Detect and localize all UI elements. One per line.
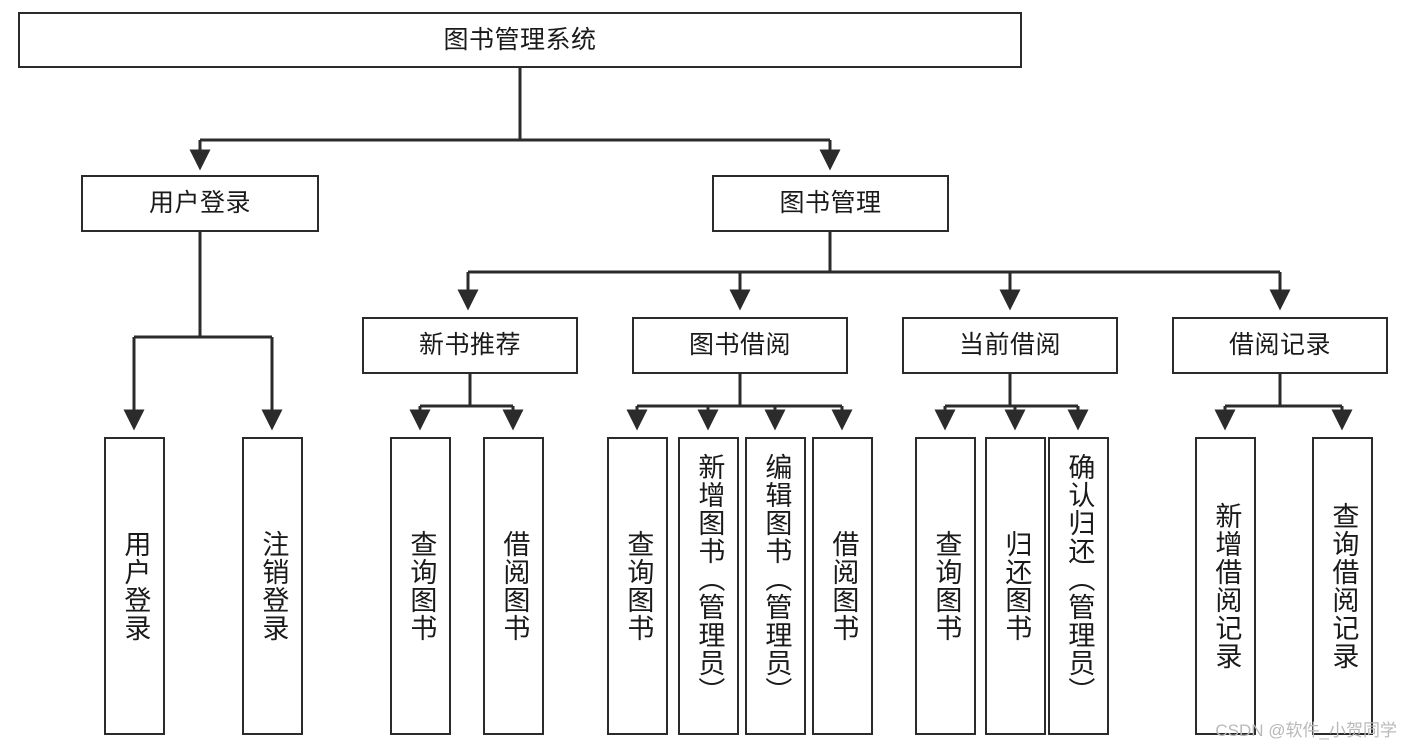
node-leaf-borrow-book-2[interactable]: 借阅图书 (812, 437, 873, 735)
node-leaf-borrow-book-2-label: 借阅图书 (828, 530, 859, 642)
node-leaf-user-login[interactable]: 用户登录 (104, 437, 165, 735)
node-leaf-edit-book[interactable]: 编辑图书（管理员） (745, 437, 806, 735)
node-user-login[interactable]: 用户登录 (81, 175, 319, 232)
node-leaf-query-record-label: 查询借阅记录 (1328, 502, 1359, 670)
node-new-book-recommend[interactable]: 新书推荐 (362, 317, 578, 374)
node-current-borrow[interactable]: 当前借阅 (902, 317, 1118, 374)
node-leaf-confirm-return[interactable]: 确认归还（管理员） (1048, 437, 1109, 735)
node-leaf-logout-label: 注销登录 (258, 530, 289, 642)
node-current-borrow-label: 当前借阅 (958, 331, 1061, 360)
node-leaf-add-book[interactable]: 新增图书（管理员） (678, 437, 739, 735)
node-leaf-return-book[interactable]: 归还图书 (985, 437, 1046, 735)
node-leaf-user-login-label: 用户登录 (120, 530, 151, 642)
node-leaf-borrow-book-1-label: 借阅图书 (499, 530, 530, 642)
node-book-manage-label: 图书管理 (779, 189, 882, 218)
node-user-login-label: 用户登录 (148, 189, 251, 218)
node-leaf-edit-book-label: 编辑图书（管理员） (761, 453, 792, 705)
node-leaf-logout[interactable]: 注销登录 (242, 437, 303, 735)
node-leaf-query-book-1-label: 查询图书 (406, 530, 437, 642)
node-leaf-confirm-return-label: 确认归还（管理员） (1064, 453, 1095, 705)
node-borrow-record[interactable]: 借阅记录 (1172, 317, 1388, 374)
node-leaf-return-book-label: 归还图书 (1001, 530, 1032, 642)
node-book-borrow[interactable]: 图书借阅 (632, 317, 848, 374)
node-leaf-query-book-3-label: 查询图书 (931, 530, 962, 642)
node-book-borrow-label: 图书借阅 (688, 331, 791, 360)
watermark-text: CSDN @软件_小贺同学 (1215, 721, 1397, 740)
node-leaf-add-record[interactable]: 新增借阅记录 (1195, 437, 1256, 735)
node-leaf-add-book-label: 新增图书（管理员） (694, 453, 725, 705)
node-leaf-query-book-2-label: 查询图书 (623, 530, 654, 642)
node-leaf-query-record[interactable]: 查询借阅记录 (1312, 437, 1373, 735)
node-root-label: 图书管理系统 (443, 25, 597, 54)
node-leaf-query-book-1[interactable]: 查询图书 (390, 437, 451, 735)
node-new-book-recommend-label: 新书推荐 (418, 331, 521, 360)
node-root[interactable]: 图书管理系统 (18, 12, 1022, 68)
node-borrow-record-label: 借阅记录 (1228, 331, 1331, 360)
node-leaf-add-record-label: 新增借阅记录 (1211, 502, 1242, 670)
node-leaf-query-book-2[interactable]: 查询图书 (607, 437, 668, 735)
node-leaf-query-book-3[interactable]: 查询图书 (915, 437, 976, 735)
node-book-manage[interactable]: 图书管理 (712, 175, 949, 232)
node-leaf-borrow-book-1[interactable]: 借阅图书 (483, 437, 544, 735)
